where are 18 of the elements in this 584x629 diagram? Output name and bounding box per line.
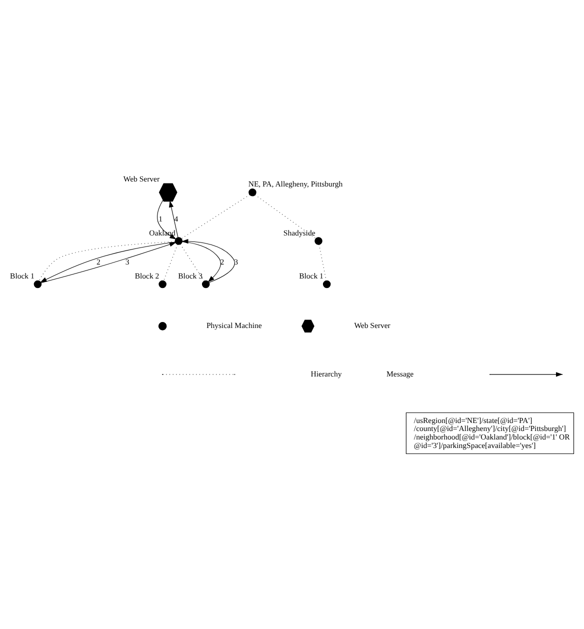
node-label: Block 1 bbox=[299, 272, 324, 281]
legend-label: Physical Machine bbox=[206, 321, 262, 330]
legend-label: Web Server bbox=[354, 321, 390, 330]
edge-label: 3 bbox=[125, 258, 130, 267]
node-label: NE, PA, Allegheny, Pittsburgh bbox=[248, 180, 343, 189]
legend-label: Hierarchy bbox=[310, 369, 342, 378]
edge-label: 2 bbox=[220, 258, 224, 267]
edge-label: 4 bbox=[174, 214, 178, 224]
node-label: Block 2 bbox=[134, 272, 160, 281]
node-label: Shadyside bbox=[283, 228, 316, 238]
node-label: Web Server bbox=[123, 174, 160, 184]
node-label: Block 3 bbox=[178, 272, 202, 281]
edge-label: 3 bbox=[234, 258, 238, 267]
edge-label: 2 bbox=[96, 258, 100, 267]
label: /usRegion[@id='NE']/state[@id='PA'] /county[@id='Allegheny']/city[@id='Pittsburgh'] /neighborhood[@id='Oakland']/block[@id='1' OR @id='3']/parkingSpace[available='yes'] bbox=[414, 416, 570, 450]
node-label: Block 1 bbox=[10, 272, 34, 281]
legend-label: Message bbox=[386, 369, 414, 378]
edge-label: 1 bbox=[158, 214, 163, 224]
